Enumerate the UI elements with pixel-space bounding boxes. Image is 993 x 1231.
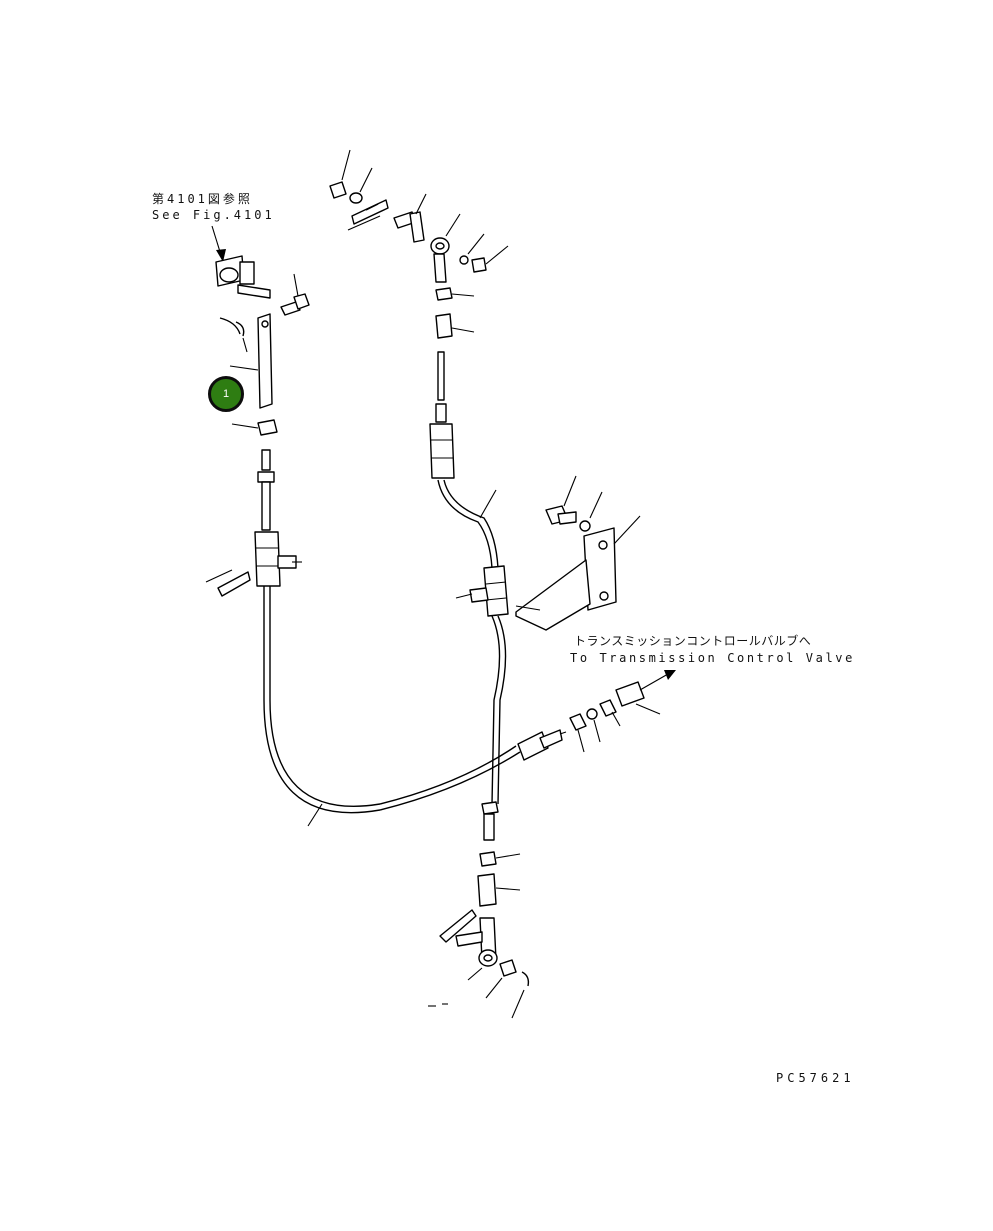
see-fig-label-jp: 第4101図参照: [152, 192, 253, 206]
center-cable-end: [429, 351, 455, 479]
nut: [231, 419, 278, 436]
left-control-cable: [263, 586, 521, 827]
to-valve-label-en: To Transmission Control Valve: [570, 651, 855, 665]
left-cable-end: [254, 449, 302, 587]
to-valve-label-jp: トランスミッションコントロールバルブへ: [574, 634, 812, 648]
center-control-cable: [437, 479, 509, 805]
cotter-pin: [219, 317, 248, 353]
left-mount-clip: [205, 569, 251, 597]
arrow-to-valve: [639, 670, 676, 691]
drawing-number: PC57621: [776, 1071, 855, 1085]
right-cable-end: [517, 681, 661, 761]
bolt: [280, 273, 310, 316]
see-fig-label-en: See Fig.4101: [152, 208, 275, 222]
mounting-bracket: [515, 475, 641, 631]
top-hardware: [329, 149, 509, 339]
lever-arm: [215, 255, 271, 299]
callout-badge[interactable]: 1: [208, 376, 244, 412]
rod: [229, 313, 273, 409]
bottom-hardware: [428, 801, 530, 1019]
pointer-arrow-to-fig: [211, 225, 226, 262]
